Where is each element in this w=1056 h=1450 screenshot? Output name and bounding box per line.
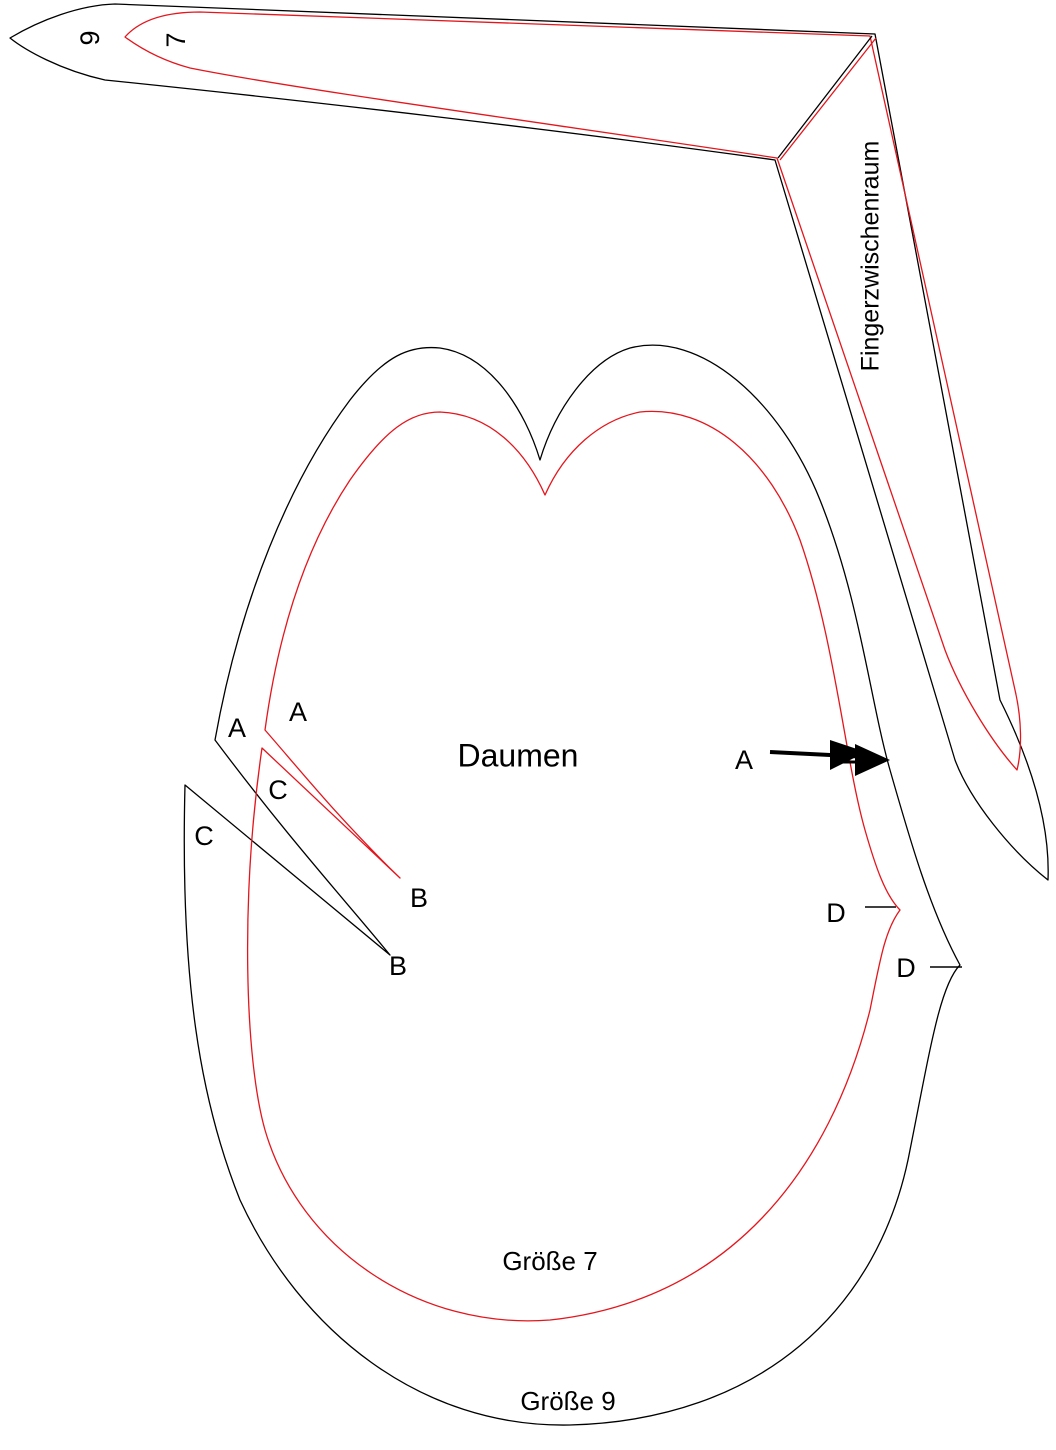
marker-d-outer: D bbox=[896, 953, 916, 983]
finger-gusset-strip: 9 7 Fingerzwischenraum bbox=[9, 3, 1049, 881]
gusset-label: Fingerzwischenraum bbox=[857, 141, 885, 372]
thumb-outline-size-7 bbox=[246, 410, 901, 1322]
size-7-label: Größe 7 bbox=[502, 1246, 597, 1276]
marker-b-inner: B bbox=[410, 883, 428, 913]
gusset-size-7-mark: 7 bbox=[161, 32, 191, 47]
thumb-title: Daumen bbox=[458, 737, 579, 773]
gusset-fold-line-red bbox=[779, 37, 877, 161]
gusset-size-9-mark: 9 bbox=[75, 30, 105, 45]
marker-b-outer: B bbox=[389, 951, 407, 981]
gusset-outline-size-9 bbox=[9, 3, 1049, 881]
thumb-piece: Daumen A A A C C B B D D Größe 7 Größe 9 bbox=[183, 344, 962, 1426]
marker-d-inner: D bbox=[826, 898, 846, 928]
marker-c-outer: C bbox=[194, 821, 214, 851]
gusset-fold-line bbox=[777, 35, 873, 159]
gusset-outline-size-7 bbox=[124, 11, 1022, 771]
marker-a-outer: A bbox=[228, 713, 246, 743]
size-9-label: Größe 9 bbox=[520, 1386, 615, 1416]
marker-c-inner: C bbox=[268, 775, 288, 805]
marker-a-inner: A bbox=[289, 697, 307, 727]
thumb-outline-size-9 bbox=[183, 344, 961, 1426]
marker-a-arrow: A bbox=[735, 745, 753, 775]
arrow-icon bbox=[769, 740, 890, 776]
